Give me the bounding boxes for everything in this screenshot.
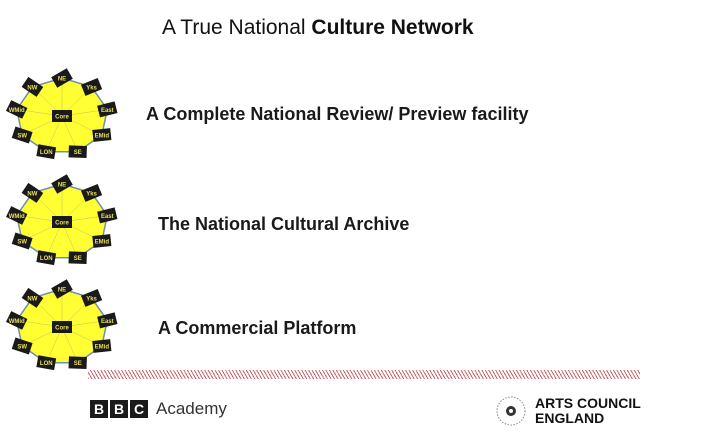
network-node-se: SE <box>68 145 87 159</box>
network-node-emid: EMid <box>92 234 112 248</box>
network-node-sw: SW <box>11 232 33 250</box>
ace-line-1: ARTS COUNCIL <box>535 395 641 411</box>
arts-council-logo: ARTS COUNCIL ENGLAND <box>495 395 641 427</box>
network-node-se: SE <box>68 251 87 265</box>
network-node-east: East <box>97 207 118 224</box>
network-node-ne: NE <box>51 279 73 299</box>
network-node-lon: LON <box>36 250 57 266</box>
svg-text:SW: SW <box>17 240 27 246</box>
bbc-letter-c: C <box>130 400 148 418</box>
network-node-core: Core <box>52 321 72 333</box>
network-node-yks: Yks <box>80 183 103 202</box>
network-node-wmid: WMid <box>5 311 28 330</box>
network-node-core: Core <box>52 110 72 122</box>
bbc-letter-b1: B <box>90 400 108 418</box>
caption-commercial-platform: A Commercial Platform <box>158 318 357 338</box>
network-node-east: East <box>97 101 118 118</box>
svg-text:EMid: EMid <box>95 240 110 246</box>
svg-text:East: East <box>101 319 114 325</box>
bbc-letter-b2: B <box>110 400 128 418</box>
svg-text:NW: NW <box>27 85 37 91</box>
svg-text:NE: NE <box>58 183 66 189</box>
svg-text:East: East <box>101 108 114 114</box>
svg-text:SE: SE <box>74 361 82 367</box>
svg-text:Yks: Yks <box>86 85 97 91</box>
svg-text:LON: LON <box>40 150 53 156</box>
svg-text:Yks: Yks <box>86 296 97 302</box>
svg-text:Yks: Yks <box>86 191 97 197</box>
svg-text:WMid: WMid <box>9 108 25 114</box>
svg-text:SW: SW <box>17 134 27 140</box>
svg-text:NE: NE <box>58 77 66 83</box>
network-node-ne: NE <box>51 174 73 194</box>
network-node-ne: NE <box>51 68 73 88</box>
network-node-lon: LON <box>36 144 57 160</box>
page-title: A True National Culture Network <box>162 16 474 40</box>
network-node-core: Core <box>52 216 72 228</box>
svg-text:NW: NW <box>27 296 37 302</box>
title-regular: A True National <box>162 16 312 39</box>
svg-text:WMid: WMid <box>9 214 25 220</box>
network-node-east: East <box>97 312 118 329</box>
arts-council-seal-icon <box>496 396 526 426</box>
svg-text:SE: SE <box>74 256 82 262</box>
network-node-sw: SW <box>11 337 33 355</box>
svg-text:SW: SW <box>17 345 27 351</box>
svg-text:WMid: WMid <box>9 319 25 325</box>
network-node-emid: EMid <box>92 128 112 142</box>
network-node-wmid: WMid <box>5 100 28 119</box>
network-node-nw: NW <box>21 76 44 97</box>
svg-text:Core: Core <box>55 115 69 121</box>
caption-cultural-archive: The National Cultural Archive <box>158 214 410 234</box>
network-node-yks: Yks <box>80 77 103 96</box>
network-node-lon: LON <box>36 355 57 371</box>
svg-text:NE: NE <box>58 288 66 294</box>
svg-text:East: East <box>101 214 114 220</box>
svg-text:LON: LON <box>40 256 53 262</box>
hatched-divider <box>88 370 640 379</box>
network-node-se: SE <box>68 356 87 370</box>
svg-text:NW: NW <box>27 191 37 197</box>
academy-label: Academy <box>156 399 227 418</box>
ace-line-2: ENGLAND <box>535 410 605 426</box>
svg-text:EMid: EMid <box>95 345 110 351</box>
svg-text:EMid: EMid <box>95 134 110 140</box>
network-node-nw: NW <box>21 182 44 203</box>
title-bold: Culture Network <box>311 16 474 39</box>
network-node-nw: NW <box>21 287 44 308</box>
svg-text:Core: Core <box>55 221 69 227</box>
caption-review-preview: A Complete National Review/ Preview faci… <box>146 104 529 124</box>
svg-text:LON: LON <box>40 361 53 367</box>
network-node-yks: Yks <box>80 288 103 307</box>
svg-text:SE: SE <box>74 150 82 156</box>
network-node-wmid: WMid <box>5 206 28 225</box>
bbc-academy-logo: B B C Academy <box>90 399 227 419</box>
network-node-emid: EMid <box>92 339 112 353</box>
svg-text:Core: Core <box>55 326 69 332</box>
network-node-sw: SW <box>11 126 33 144</box>
